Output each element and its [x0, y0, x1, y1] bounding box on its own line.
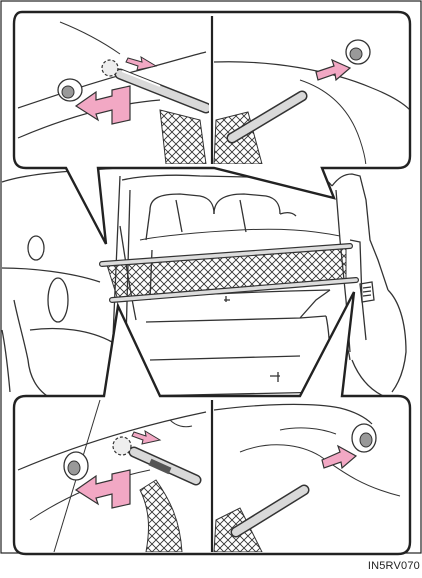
figure-code: IN5RV070: [368, 560, 420, 572]
